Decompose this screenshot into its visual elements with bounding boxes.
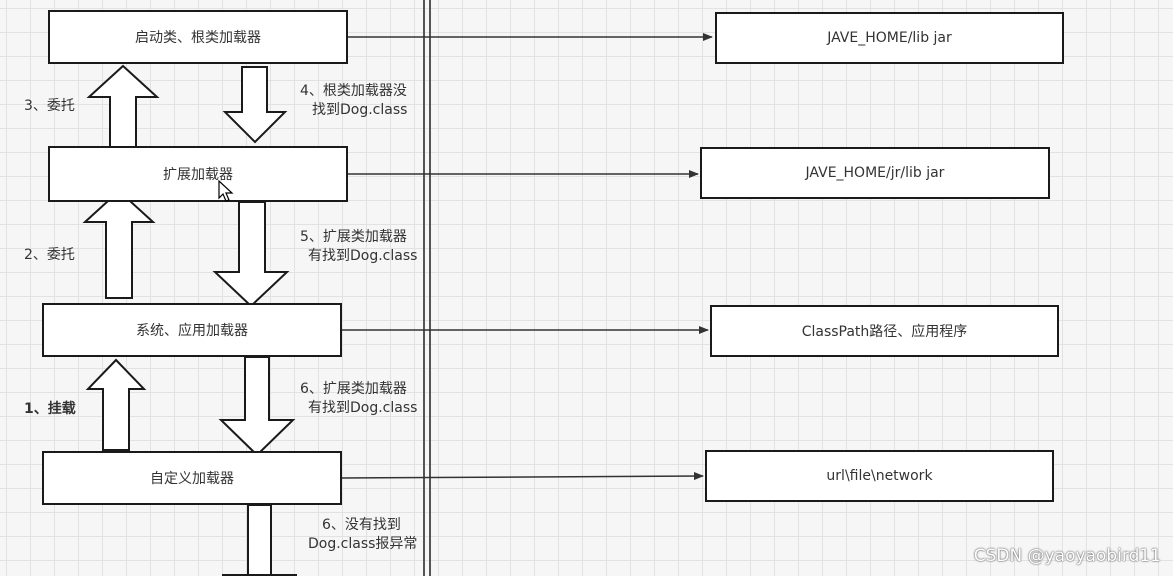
fallback-note-6b: 6、没有找到 Dog.class报异常 xyxy=(308,516,422,556)
delegate-up-arrow-3 xyxy=(85,358,147,451)
mouse-cursor-icon xyxy=(218,180,234,202)
fallback-note-6-line1: 6、扩展类加载器 xyxy=(300,381,407,397)
extension-loader-label: 扩展加载器 xyxy=(163,167,233,183)
bootstrap-target-label: JAVE_HOME/lib jar xyxy=(827,30,952,46)
application-target-label: ClassPath路径、应用程序 xyxy=(801,324,968,340)
fallback-down-arrow-2 xyxy=(212,201,290,308)
custom-loader-label: 自定义加载器 xyxy=(150,471,234,487)
extension-loader-box: 扩展加载器 xyxy=(48,146,348,202)
fallback-note-5-line2: 有找到Dog.class xyxy=(308,248,418,264)
fallback-note-6b-line2: Dog.class报异常 xyxy=(308,536,418,552)
fallback-note-4: 4、根类加载器没 找到Dog.class xyxy=(300,82,420,122)
application-loader-box: 系统、应用加载器 xyxy=(42,303,342,357)
mount-note-1: 1、挂载 xyxy=(24,401,76,417)
watermark: CSDN @yaoyaobird11 xyxy=(973,546,1161,566)
connector-arrow-4 xyxy=(341,472,704,481)
fallback-note-4-line1: 4、根类加载器没 xyxy=(300,83,407,99)
fallback-note-6-line2: 有找到Dog.class xyxy=(308,400,418,416)
bootstrap-target-box: JAVE_HOME/lib jar xyxy=(715,12,1064,64)
delegate-up-arrow-1 xyxy=(86,64,160,149)
custom-target-box: url\file\network xyxy=(705,450,1054,502)
delegate-up-arrow-2 xyxy=(82,189,156,299)
fallback-down-arrow-4 xyxy=(247,504,272,576)
custom-loader-box: 自定义加载器 xyxy=(42,451,342,505)
fallback-note-6b-line1: 6、没有找到 xyxy=(322,517,401,533)
custom-target-label: url\file\network xyxy=(826,468,933,484)
fallback-down-arrow-1 xyxy=(222,66,288,144)
fallback-note-6: 6、扩展类加载器 有找到Dog.class xyxy=(300,380,422,420)
bootstrap-loader-label: 启动类、根类加载器 xyxy=(135,30,261,46)
fallback-note-5: 5、扩展类加载器 有找到Dog.class xyxy=(300,228,422,268)
fallback-down-arrow-3 xyxy=(218,356,296,457)
delegate-note-3: 3、委托 xyxy=(24,98,75,114)
application-target-box: ClassPath路径、应用程序 xyxy=(710,305,1059,357)
extension-target-label: JAVE_HOME/jr/lib jar xyxy=(805,165,945,181)
delegate-note-2: 2、委托 xyxy=(24,247,75,263)
bootstrap-loader-box: 启动类、根类加载器 xyxy=(48,10,348,64)
fallback-note-5-line1: 5、扩展类加载器 xyxy=(300,229,407,245)
fallback-note-4-line2: 找到Dog.class xyxy=(312,102,408,118)
extension-target-box: JAVE_HOME/jr/lib jar xyxy=(700,147,1050,199)
application-loader-label: 系统、应用加载器 xyxy=(136,323,248,339)
